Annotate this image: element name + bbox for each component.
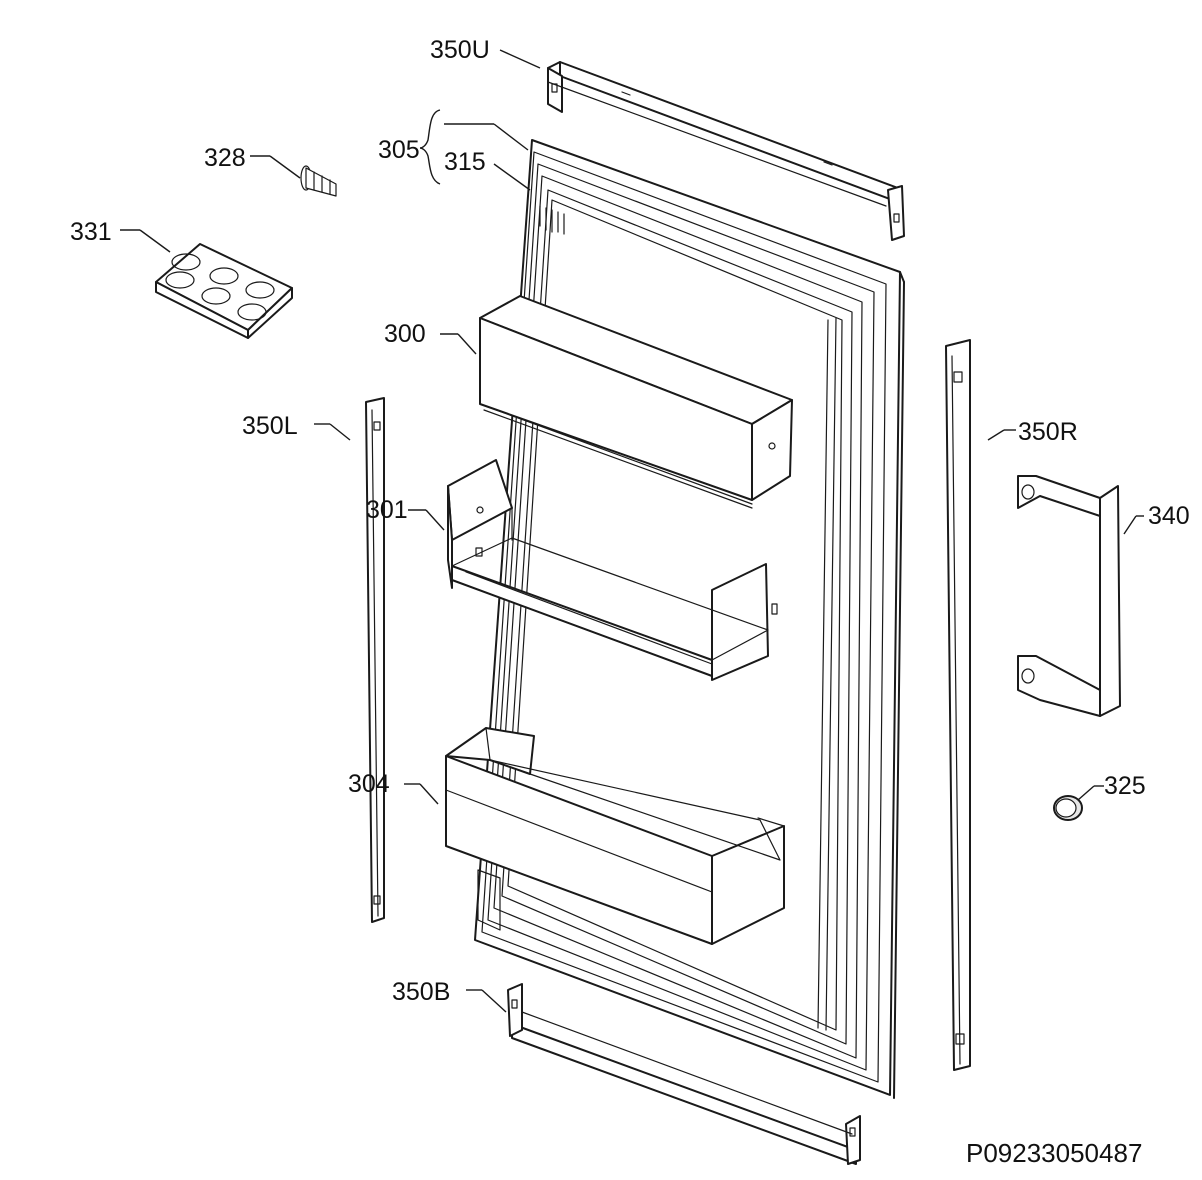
callout-350R: 350R <box>1018 418 1078 446</box>
leader-lines <box>120 49 1144 1013</box>
callout-350L: 350L <box>242 412 298 440</box>
callout-325: 325 <box>1104 772 1146 800</box>
callout-350B: 350B <box>392 978 450 1006</box>
callout-301: 301 <box>366 496 408 524</box>
callout-304: 304 <box>348 770 390 798</box>
right-trim-strip <box>945 339 971 1071</box>
door-assembly <box>474 139 905 1099</box>
upper-trim-strip <box>547 61 905 241</box>
callout-305: 305 <box>378 136 420 164</box>
callout-300: 300 <box>384 320 426 348</box>
door-handle <box>1017 475 1121 717</box>
top-door-shelf <box>479 295 793 509</box>
bottom-door-shelf <box>445 727 785 945</box>
bottom-trim-strip <box>507 983 861 1165</box>
cover-cap <box>1053 795 1083 821</box>
callout-350U: 350U <box>430 36 490 64</box>
callout-315: 315 <box>444 148 486 176</box>
drawing-code: P09233050487 <box>966 1138 1142 1168</box>
callout-328: 328 <box>204 144 246 172</box>
left-trim-strip <box>365 397 385 923</box>
callout-331: 331 <box>70 218 112 246</box>
screw <box>300 165 337 197</box>
egg-tray <box>155 243 293 339</box>
callout-340: 340 <box>1148 502 1190 530</box>
middle-door-shelf <box>447 459 778 681</box>
